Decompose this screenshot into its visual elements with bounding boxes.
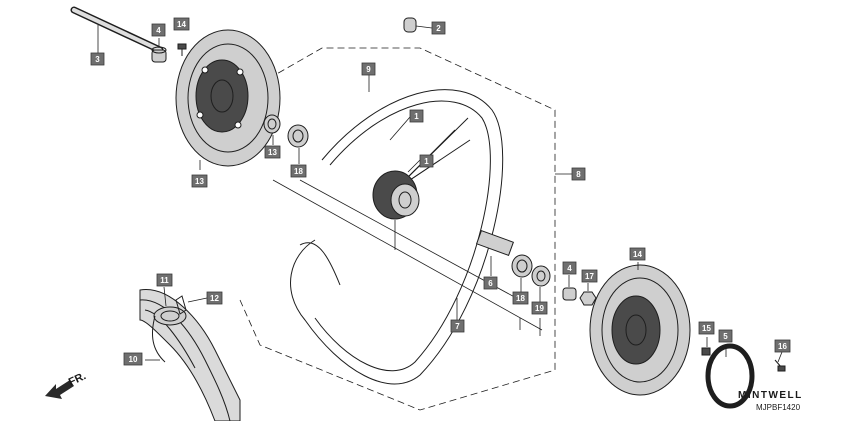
svg-text:4: 4 <box>156 26 161 35</box>
svg-text:5: 5 <box>723 332 728 341</box>
collar-part-top <box>151 46 167 63</box>
svg-text:17: 17 <box>585 272 594 281</box>
callout-4a: 4 <box>151 23 166 37</box>
svg-text:16: 16 <box>778 342 787 351</box>
callout-19b: 19 <box>531 301 548 315</box>
svg-text:2: 2 <box>436 24 441 33</box>
svg-text:8: 8 <box>576 170 581 179</box>
svg-text:10: 10 <box>129 355 138 364</box>
svg-text:6: 6 <box>488 279 493 288</box>
svg-text:13: 13 <box>195 177 204 186</box>
front-direction-arrow: FR. <box>45 370 88 399</box>
callout-8: 8 <box>571 167 586 181</box>
svg-text:11: 11 <box>160 276 169 285</box>
brand-mark: MINTWELL MJPBF1420 <box>738 390 803 412</box>
svg-text:14: 14 <box>177 20 186 29</box>
bolt-part-15 <box>701 347 711 356</box>
svg-text:15: 15 <box>702 324 711 333</box>
callout-14b: 14 <box>629 247 646 261</box>
callout-2: 2 <box>431 21 446 35</box>
axle-nut <box>579 291 597 306</box>
wheel-hub <box>372 170 420 220</box>
bolt-part-top <box>177 43 187 56</box>
svg-text:1: 1 <box>424 157 429 166</box>
bearing-part-lower <box>511 254 533 278</box>
right-brake-disc <box>589 264 691 396</box>
svg-text:3: 3 <box>95 55 100 64</box>
callout-15: 15 <box>698 321 715 335</box>
svg-text:12: 12 <box>210 294 219 303</box>
rim-band <box>175 295 187 315</box>
wheel-rim <box>290 89 504 385</box>
callout-14a: 14 <box>173 17 190 31</box>
callout-7: 7 <box>450 319 465 333</box>
callout-11: 11 <box>156 273 173 287</box>
bearing-part-upper <box>287 124 309 148</box>
svg-text:19: 19 <box>535 304 544 313</box>
screw-part-16 <box>774 359 786 372</box>
assembly-frame <box>239 47 556 411</box>
svg-text:7: 7 <box>455 322 460 331</box>
svg-text:4: 4 <box>567 264 572 273</box>
callout-1a: 1 <box>409 109 424 123</box>
callout-10: 10 <box>123 352 143 366</box>
collar-part-right <box>562 287 577 301</box>
svg-text:18: 18 <box>516 294 525 303</box>
brand-name: MINTWELL <box>738 390 803 401</box>
callout-13b: 13 <box>191 174 208 188</box>
direction-label: FR. <box>67 370 88 388</box>
svg-text:1: 1 <box>414 112 419 121</box>
svg-text:14: 14 <box>633 250 642 259</box>
callout-12: 12 <box>206 291 223 305</box>
callout-13a: 13 <box>264 145 281 159</box>
diagram-code: MJPBF1420 <box>756 403 801 412</box>
axle-part <box>70 6 164 54</box>
callout-18a: 18 <box>290 164 307 178</box>
valve-cap-part <box>403 17 433 33</box>
left-brake-disc <box>175 29 281 167</box>
callout-4b: 4 <box>562 261 577 275</box>
inner-tube <box>152 306 187 363</box>
svg-text:9: 9 <box>366 65 371 74</box>
callout-17: 17 <box>581 269 598 283</box>
callout-9: 9 <box>361 62 376 76</box>
tire <box>139 289 241 421</box>
pulser-ring <box>705 343 755 409</box>
callout-6: 6 <box>483 276 498 290</box>
svg-text:19: 19 <box>271 182 280 191</box>
seal-part-upper <box>263 114 281 134</box>
svg-text:13: 13 <box>268 148 277 157</box>
distance-collar <box>475 229 515 257</box>
callout-16: 16 <box>774 339 791 353</box>
callout-18b: 18 <box>512 291 529 305</box>
svg-text:18: 18 <box>294 167 303 176</box>
callout-5: 5 <box>718 329 733 343</box>
callout-1b: 1 <box>419 154 434 168</box>
callout-3: 3 <box>90 52 105 66</box>
callout-19a: 19 <box>268 180 283 192</box>
seal-part-lower <box>531 265 551 287</box>
